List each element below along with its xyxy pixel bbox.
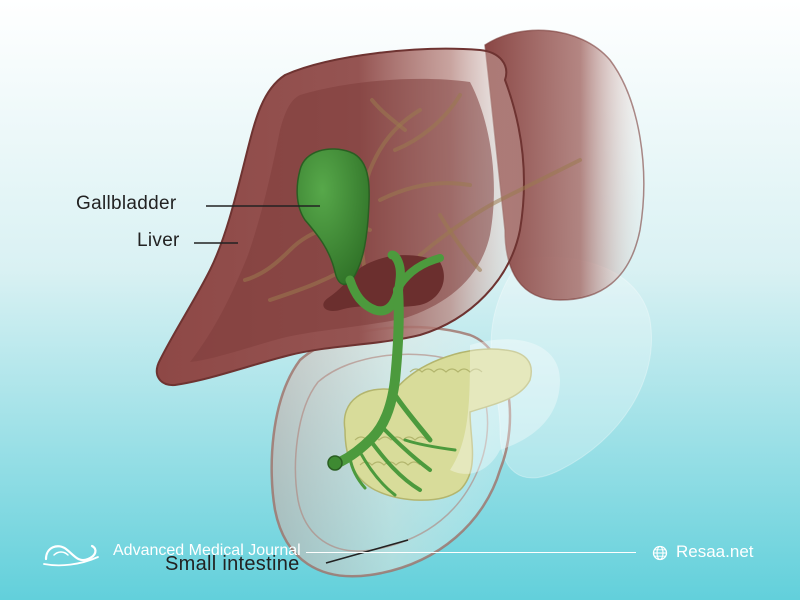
footer-site-link[interactable]: Resaa.net [676,542,754,561]
footer-title: Advanced Medical Journal [113,542,301,559]
intestine-overlay [450,339,560,474]
liver-right-lobe [484,29,645,301]
gallbladder-label: Gallbladder [76,193,177,214]
small-intestine-label: Small intestine [165,553,300,575]
gallbladder-shape [296,148,370,286]
small-intestine-leader-line [325,539,409,564]
ampulla [327,455,343,471]
liver-label: Liver [137,230,180,251]
footer-divider [306,552,636,553]
globe-icon [652,545,668,561]
wave-logo-icon [43,544,99,567]
small-intestine-inner [294,353,489,552]
bile-ducts [335,250,457,497]
